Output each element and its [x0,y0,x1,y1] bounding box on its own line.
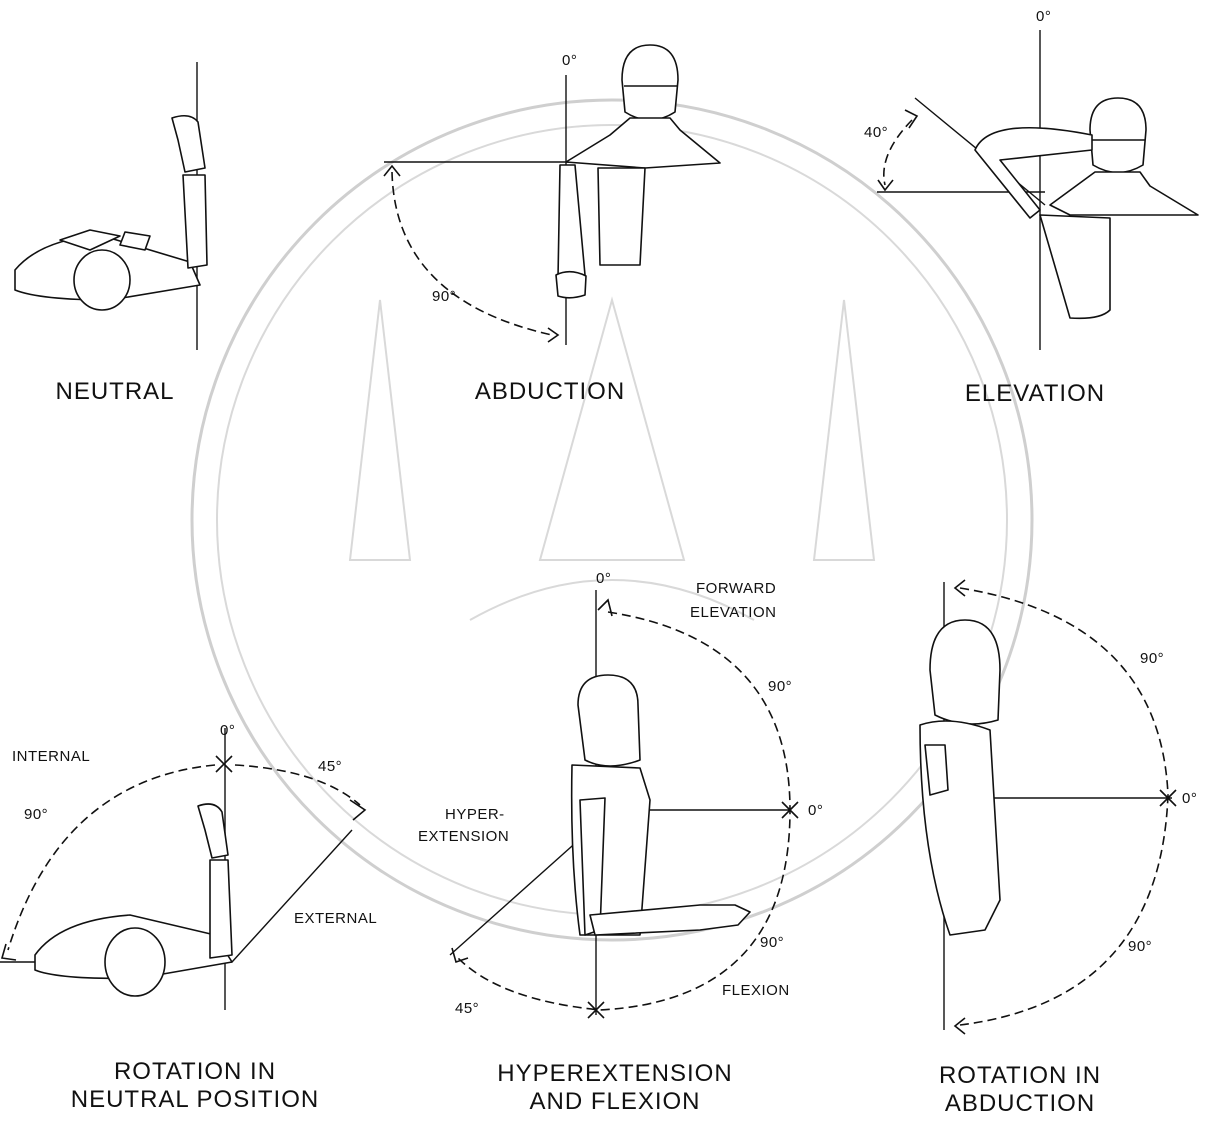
hyperext-zero-right-label: 0° [808,802,823,819]
caption-rotation-neutral-line1: ROTATION IN [40,1058,350,1086]
abduction-ninety-label: 90° [432,288,456,305]
rotation-abduction-zero-label: 0° [1182,790,1197,807]
caption-rotation-neutral-line2: NEUTRAL POSITION [40,1086,350,1114]
hyperext-zero-top-label: 0° [596,570,611,587]
rotation-neutral-figure [0,728,365,1010]
hyperextension-flexion-figure [450,590,798,1018]
caption-rotation-abduction-line2: ABDUCTION [880,1090,1160,1118]
hyper-extension-line2-label: EXTENSION [418,828,509,845]
forward-elevation-line1-label: FORWARD [696,580,776,597]
hyperext-fortyfive-label: 45° [455,1000,479,1017]
flexion-label: FLEXION [722,982,790,999]
rotation-neutral-internal-label: INTERNAL [12,748,90,765]
hyperext-ninety-lower-label: 90° [760,934,784,951]
neutral-figure [15,62,207,350]
hyperext-ninety-upper-label: 90° [768,678,792,695]
elevation-figure [877,30,1198,350]
elevation-zero-label: 0° [1036,8,1051,25]
forward-elevation-line2-label: ELEVATION [690,604,776,621]
elevation-forty-label: 40° [864,124,888,141]
caption-hyperextension-line2: AND FLEXION [460,1088,770,1116]
rotation-abduction-ninety-upper-label: 90° [1140,650,1164,667]
rotation-neutral-zero-label: 0° [220,722,235,739]
caption-elevation: ELEVATION [935,380,1135,408]
rotation-abduction-figure [920,580,1176,1034]
caption-rotation-abduction-line1: ROTATION IN [880,1062,1160,1090]
caption-abduction: ABDUCTION [450,378,650,406]
rotation-neutral-ninety-label: 90° [24,806,48,823]
caption-hyperextension-line1: HYPEREXTENSION [460,1060,770,1088]
abduction-zero-label: 0° [562,52,577,69]
rotation-abduction-ninety-lower-label: 90° [1128,938,1152,955]
rotation-neutral-fortyfive-label: 45° [318,758,342,775]
rotation-neutral-external-label: EXTERNAL [294,910,377,927]
hyper-extension-line1-label: HYPER- [445,806,505,823]
caption-neutral: NEUTRAL [30,378,200,406]
